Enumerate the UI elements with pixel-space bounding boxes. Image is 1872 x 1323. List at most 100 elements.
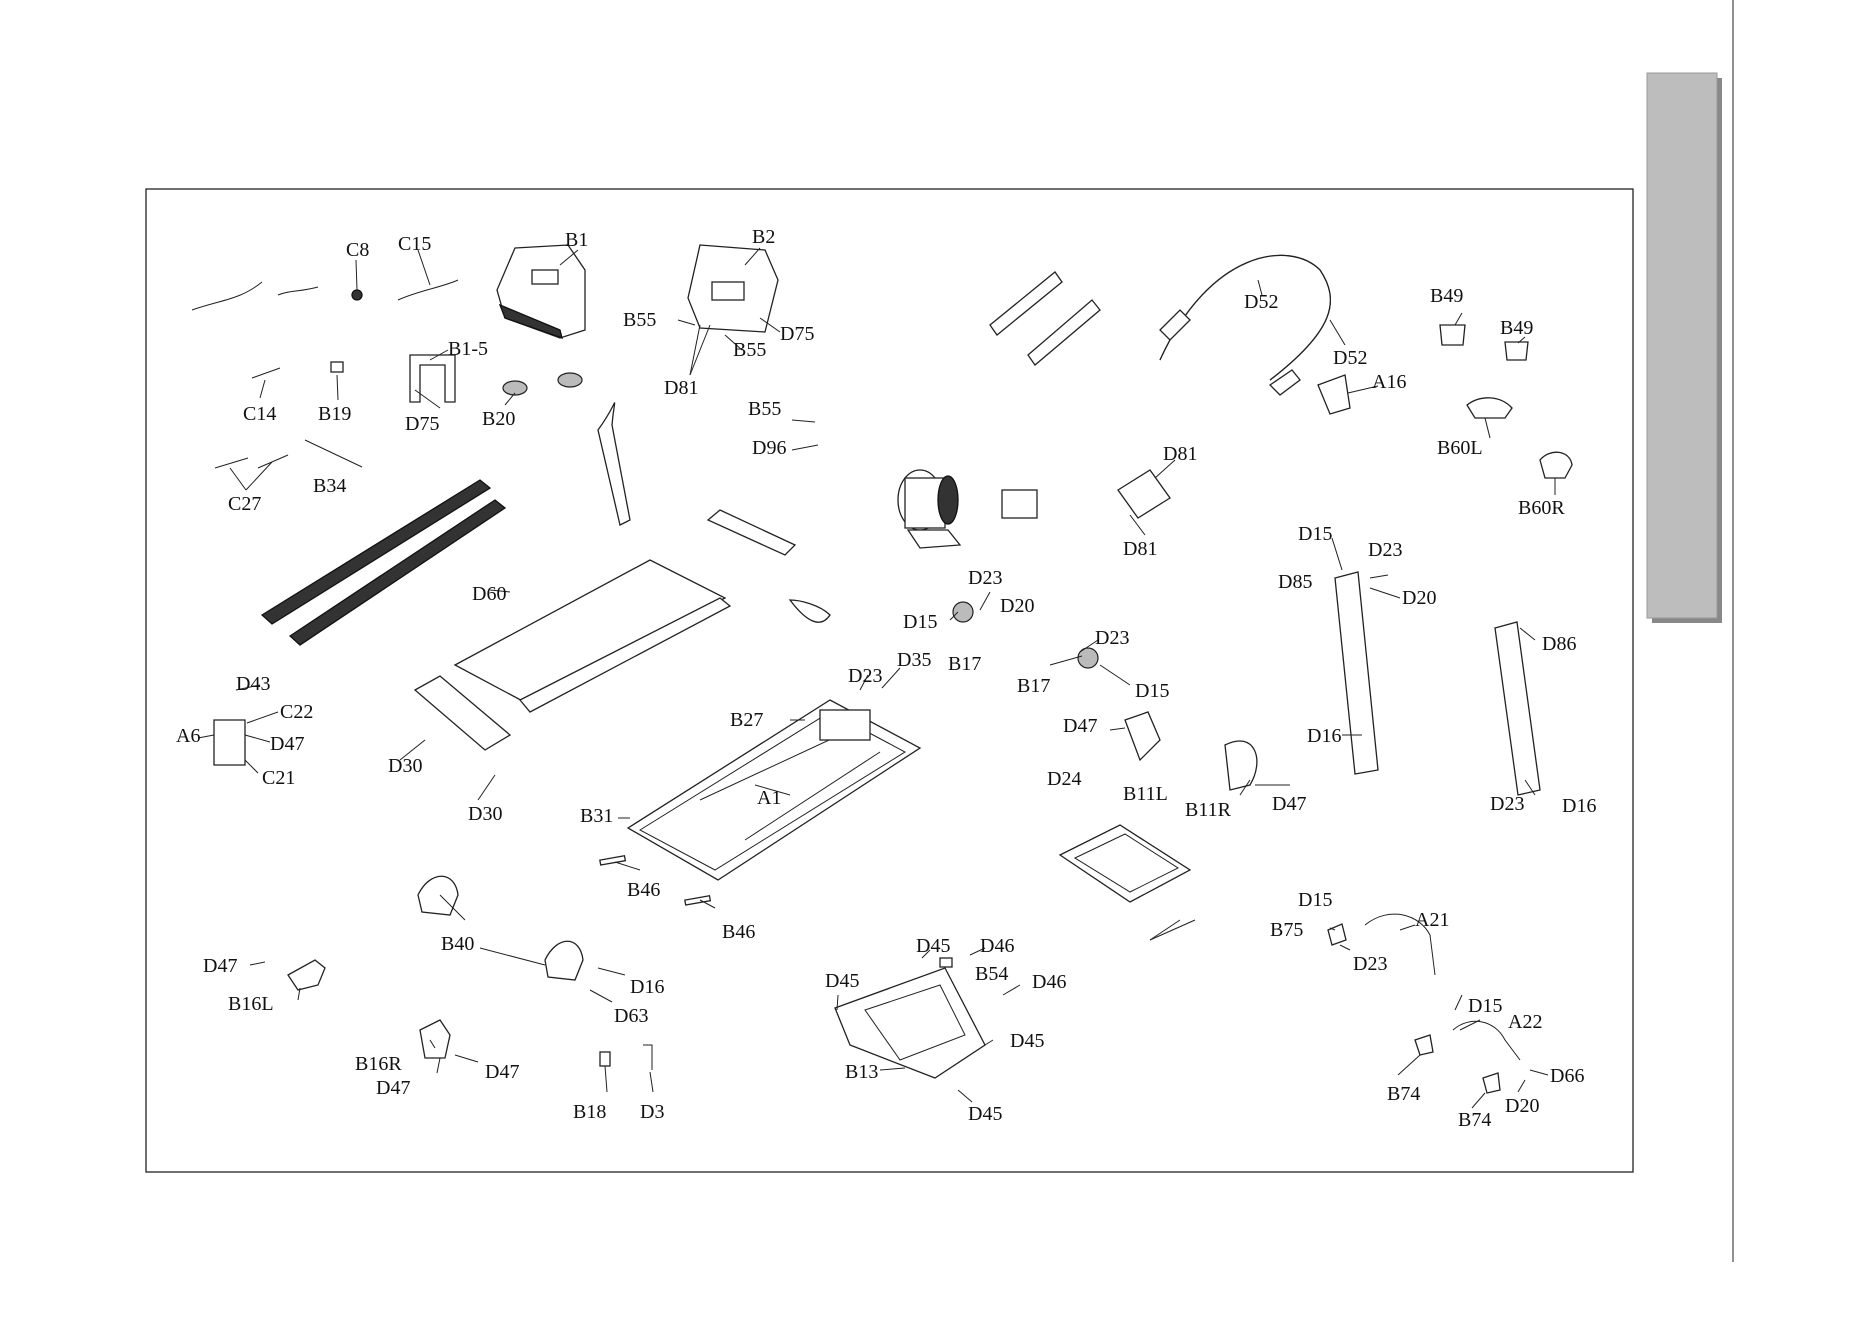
motor (897, 469, 962, 549)
label-d16-1: D16 (1307, 725, 1341, 747)
label-d63: D63 (614, 1005, 648, 1027)
label-d23-5: D23 (1490, 793, 1524, 815)
label-d23-2: D23 (968, 567, 1002, 589)
d81-plate (1117, 469, 1171, 519)
label-d43: D43 (236, 673, 270, 695)
grip-2 (1027, 299, 1101, 366)
b46-strip-1 (599, 855, 627, 866)
label-b55-3: B55 (748, 398, 781, 420)
b11l-cover (1124, 711, 1161, 762)
c27-wire-2 (257, 454, 289, 469)
b40-bracket (417, 875, 459, 916)
b74-part-2 (1482, 1072, 1501, 1094)
label-a22: A22 (1508, 1011, 1542, 1033)
c14-wire (251, 367, 281, 379)
diagram-frame (145, 188, 1634, 1173)
side-rails (260, 479, 507, 646)
label-c15: C15 (398, 233, 431, 255)
label-d15-2: D15 (903, 611, 937, 633)
a21-arm (1364, 913, 1436, 976)
b60l-part (1466, 397, 1513, 419)
label-d45-2: D45 (825, 970, 859, 992)
label-d47-1: D47 (270, 733, 304, 755)
label-b49-2: B49 (1500, 317, 1533, 339)
label-d47-5: D47 (485, 1061, 519, 1083)
label-c14: C14 (243, 403, 276, 425)
label-c27: C27 (228, 493, 261, 515)
label-d81-2: D81 (1163, 443, 1197, 465)
label-b55-2: B55 (733, 339, 766, 361)
label-b17-1: B17 (948, 653, 981, 675)
b2-console-back (687, 244, 779, 333)
label-b40: B40 (441, 933, 474, 955)
label-d23-1: D23 (1368, 539, 1402, 561)
b20-knob-2 (557, 372, 583, 388)
b18-part (599, 1051, 611, 1067)
label-b17-2: B17 (1017, 675, 1050, 697)
b74-part-1 (1414, 1034, 1434, 1056)
d3-wrench (643, 1044, 653, 1070)
label-d30-1: D30 (388, 755, 422, 777)
label-d45-4: D45 (968, 1103, 1002, 1125)
cable-1 (191, 281, 263, 311)
label-c21: C21 (262, 767, 295, 789)
label-d15-4: D15 (1298, 889, 1332, 911)
b34-rod (304, 439, 363, 468)
label-b27: B27 (730, 709, 763, 731)
label-d16-2: D16 (1562, 795, 1596, 817)
label-d15-5: D15 (1468, 995, 1502, 1017)
label-d20-3: D20 (1505, 1095, 1539, 1117)
label-b18: B18 (573, 1101, 606, 1123)
label-b13: B13 (845, 1061, 878, 1083)
leader-lines (197, 247, 1556, 1109)
b16r-bracket (419, 1019, 451, 1059)
label-b11l: B11L (1123, 783, 1168, 805)
b17-wheel-1 (952, 601, 974, 623)
parts-layer (191, 244, 1573, 1094)
b11r-cover (1224, 740, 1258, 791)
grip-1 (989, 271, 1063, 336)
b1-5-bracket (409, 354, 456, 403)
label-d23-4: D23 (848, 665, 882, 687)
b13-motor-hood (834, 967, 986, 1079)
b17-wheel-2 (1077, 647, 1099, 669)
label-d15-3: D15 (1135, 680, 1169, 702)
label-a1: A1 (757, 787, 781, 809)
label-c8: C8 (346, 239, 369, 261)
label-d47-3: D47 (1272, 793, 1306, 815)
b40-bracket-2 (544, 940, 584, 981)
label-d85: D85 (1278, 571, 1312, 593)
cable-2 (277, 286, 319, 296)
label-c22: C22 (280, 701, 313, 723)
label-a6: A6 (176, 725, 200, 747)
label-b75: B75 (1270, 919, 1303, 941)
label-b60r: B60R (1518, 497, 1565, 519)
running-deck (453, 559, 732, 713)
label-d23-3: D23 (1095, 627, 1129, 649)
label-b46-1: B46 (627, 879, 660, 901)
a22-arm (1452, 1020, 1521, 1061)
side-tab (1646, 72, 1718, 619)
b46-strip-2 (684, 895, 712, 906)
label-d3: D3 (640, 1101, 664, 1123)
label-d47-6: D47 (376, 1077, 410, 1099)
label-b46-2: B46 (722, 921, 755, 943)
label-d46-2: D46 (1032, 971, 1066, 993)
label-d16-3: D16 (630, 976, 664, 998)
label-b60l: B60L (1437, 437, 1483, 459)
label-b54: B54 (975, 963, 1008, 985)
label-d24: D24 (1047, 768, 1081, 790)
label-d60: D60 (472, 583, 506, 605)
label-d20-2: D20 (1000, 595, 1034, 617)
label-b31: B31 (580, 805, 613, 827)
callout-labels: C8 C15 B1 B2 B55 B55 D75 D81 B1-5 C14 B1… (176, 226, 1596, 1131)
upright-right (1494, 621, 1541, 796)
label-d23-6: D23 (1353, 953, 1387, 975)
label-d52-2: D52 (1333, 347, 1367, 369)
b54-part (939, 957, 953, 968)
b49-caps (1439, 324, 1529, 361)
label-a21: A21 (1415, 909, 1449, 931)
upright-left (1334, 571, 1379, 775)
label-b16l: B16L (228, 993, 274, 1015)
